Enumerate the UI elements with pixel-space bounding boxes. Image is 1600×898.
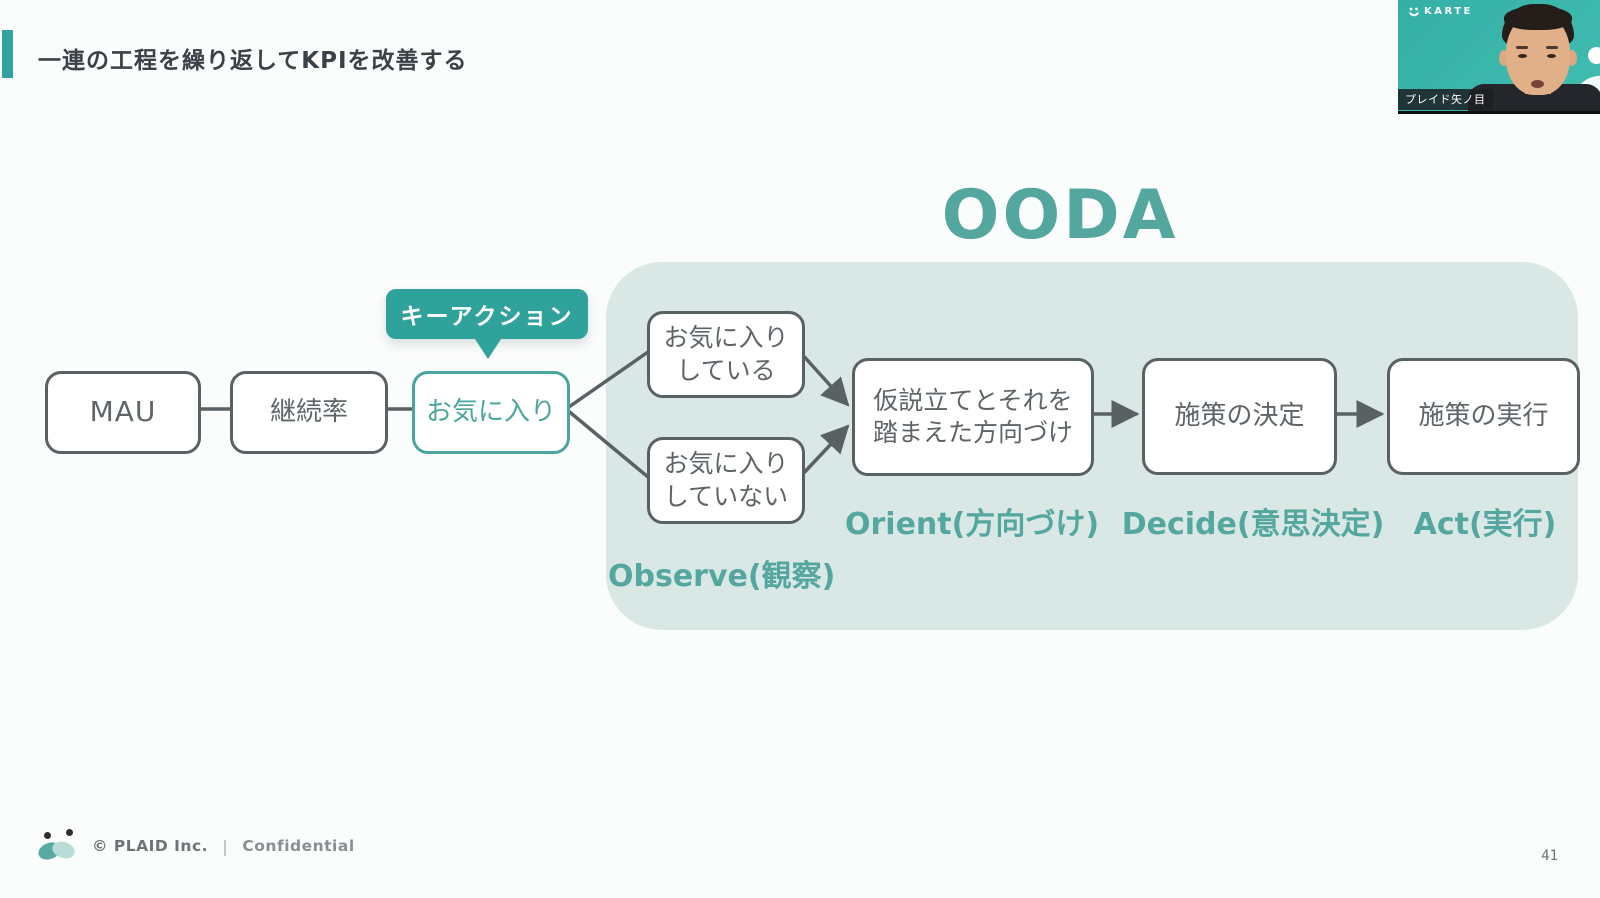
callout-label: キーアクション: [400, 304, 574, 330]
slide-title: 一連の工程を繰り返してKPIを改善する: [38, 48, 468, 74]
node-decide-measures: 施策の決定: [1142, 358, 1337, 475]
key-action-callout: キーアクション: [386, 289, 588, 339]
node-line: 仮説立てとそれを: [873, 385, 1073, 415]
node-label: MAU: [89, 395, 157, 429]
node-label: 施策の決定: [1174, 400, 1305, 431]
plaid-logo-icon: [35, 828, 78, 864]
karte-smile-icon: [1409, 7, 1419, 16]
webcam-video-tile[interactable]: KARTE プレイド矢ノ目: [1398, 0, 1600, 114]
node-line: お気に入り: [663, 449, 789, 478]
page-number: 41: [1541, 848, 1558, 864]
ooda-heading: OODA: [941, 176, 1179, 255]
footer-separator: |: [222, 836, 229, 856]
callout-pointer: [473, 336, 503, 359]
node-favorited: お気に入り している: [647, 311, 805, 398]
copyright-text: © PLAID Inc.: [92, 837, 209, 855]
participant-name-tag: プレイド矢ノ目: [1398, 89, 1493, 110]
node-label: 継続率: [269, 396, 348, 427]
phase-label-observe: Observe(観察): [608, 559, 836, 594]
slide-footer: © PLAID Inc. | Confidential: [35, 827, 355, 865]
karte-logo-text: KARTE: [1424, 6, 1473, 17]
node-label: お気に入り: [425, 396, 556, 427]
node-mau: MAU: [45, 371, 201, 454]
node-execute-measures: 施策の実行: [1387, 358, 1580, 475]
phase-label-act: Act(実行): [1413, 507, 1557, 542]
node-not-favorited: お気に入り していない: [647, 437, 805, 524]
node-retention-rate: 継続率: [230, 371, 388, 454]
node-hypothesis-orientation: 仮説立てとそれを 踏まえた方向づけ: [852, 358, 1094, 476]
confidential-label: Confidential: [242, 837, 355, 855]
node-favorite-key-action: お気に入り: [412, 371, 570, 454]
background-circle-decoration: [1588, 47, 1600, 64]
node-line: していない: [663, 481, 789, 511]
node-line: 踏まえた方向づけ: [872, 418, 1073, 447]
karte-logo: KARTE: [1408, 6, 1473, 17]
phase-label-orient: Orient(方向づけ): [845, 507, 1100, 542]
node-line: お気に入り: [663, 323, 789, 352]
phase-label-decide: Decide(意思決定): [1121, 507, 1385, 542]
title-accent-bar: [2, 30, 13, 78]
node-line: している: [676, 355, 776, 385]
node-label: 施策の実行: [1418, 400, 1549, 431]
